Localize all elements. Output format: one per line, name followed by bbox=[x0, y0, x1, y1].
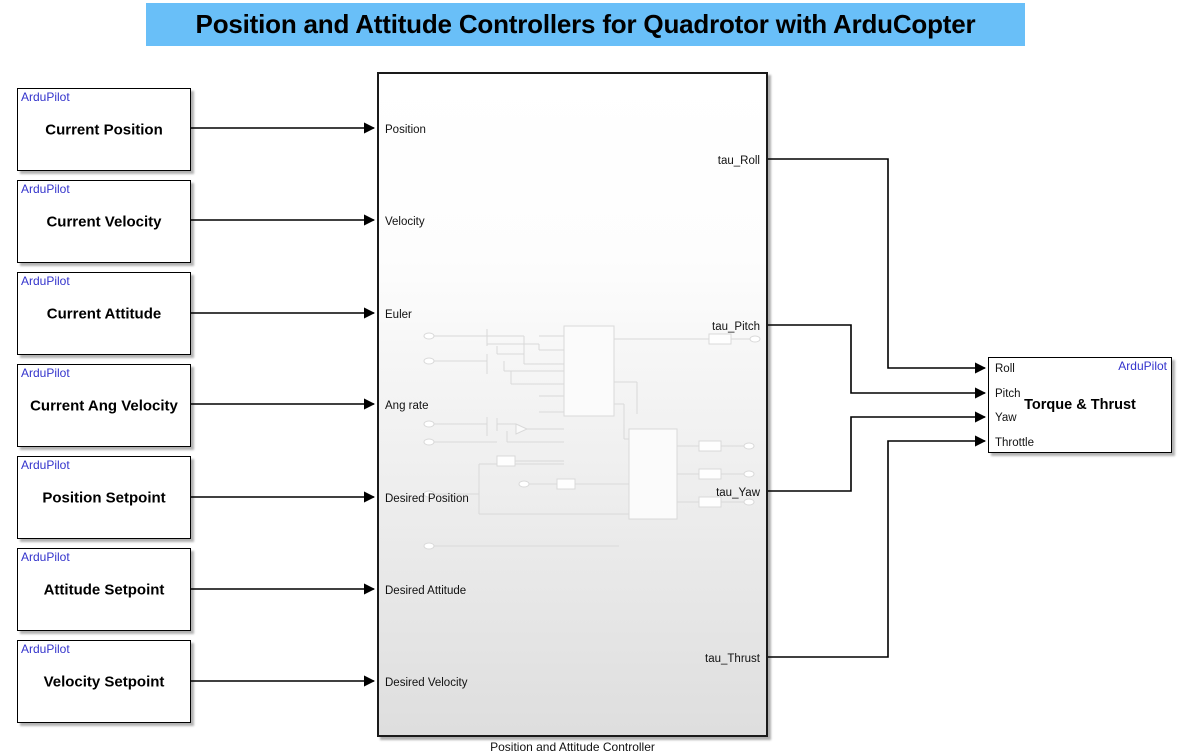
source-block-velocity-setpoint[interactable]: ArduPilot Velocity Setpoint bbox=[17, 640, 191, 723]
port-label-desired-attitude: Desired Attitude bbox=[385, 585, 467, 597]
diagram-title-banner: Position and Attitude Controllers for Qu… bbox=[146, 3, 1025, 46]
wire-tau-pitch bbox=[768, 324, 987, 399]
torque-thrust-block[interactable]: ArduPilot Torque & Thrust Roll Pitch Yaw… bbox=[988, 357, 1172, 453]
source-block-label: Current Position bbox=[45, 121, 163, 138]
port-label-tau-pitch: tau_Pitch bbox=[712, 321, 760, 333]
port-label-desired-position: Desired Position bbox=[385, 493, 469, 505]
source-block-label: Velocity Setpoint bbox=[43, 673, 165, 690]
port-label-euler: Euler bbox=[385, 309, 412, 321]
torque-thrust-label: Torque & Thrust bbox=[1024, 397, 1136, 413]
source-block-current-ang-velocity[interactable]: ArduPilot Current Ang Velocity bbox=[17, 364, 191, 447]
port-label-tau-yaw: tau_Yaw bbox=[716, 487, 760, 499]
page-title: Position and Attitude Controllers for Qu… bbox=[195, 9, 976, 39]
source-block-label: Attitude Setpoint bbox=[43, 581, 165, 598]
ardupilot-tag: ArduPilot bbox=[1118, 359, 1167, 373]
wire-tau-thrust bbox=[768, 435, 987, 658]
source-block-current-attitude[interactable]: ArduPilot Current Attitude bbox=[17, 272, 191, 355]
port-label-tau-thrust: tau_Thrust bbox=[705, 653, 760, 665]
source-block-position-setpoint[interactable]: ArduPilot Position Setpoint bbox=[17, 456, 191, 539]
ardupilot-tag: ArduPilot bbox=[21, 182, 70, 196]
port-label-velocity: Velocity bbox=[385, 216, 425, 228]
ardupilot-tag: ArduPilot bbox=[21, 274, 70, 288]
port-label-tau-roll: tau_Roll bbox=[717, 155, 760, 167]
port-label-position: Position bbox=[385, 124, 426, 136]
port-label-yaw: Yaw bbox=[995, 412, 1017, 424]
source-block-label: Current Ang Velocity bbox=[30, 397, 178, 414]
source-block-label: Current Velocity bbox=[46, 213, 162, 230]
source-block-label: Position Setpoint bbox=[42, 489, 166, 506]
controller-block-caption: Position and Attitude Controller bbox=[490, 740, 655, 754]
ardupilot-tag: ArduPilot bbox=[21, 90, 70, 104]
source-block-attitude-setpoint[interactable]: ArduPilot Attitude Setpoint bbox=[17, 548, 191, 631]
source-block-current-position[interactable]: ArduPilot Current Position bbox=[17, 88, 191, 171]
subsystem-preview-graphic bbox=[423, 325, 761, 550]
wire-tau-roll bbox=[768, 158, 987, 374]
source-block-current-velocity[interactable]: ArduPilot Current Velocity bbox=[17, 180, 191, 263]
port-label-throttle: Throttle bbox=[995, 437, 1034, 449]
wire-tau-yaw bbox=[768, 411, 987, 492]
source-block-label: Current Attitude bbox=[46, 305, 162, 322]
ardupilot-tag: ArduPilot bbox=[21, 458, 70, 472]
controller-subsystem-block[interactable]: Position Velocity Euler Ang rate Desired… bbox=[377, 72, 768, 737]
ardupilot-tag: ArduPilot bbox=[21, 642, 70, 656]
ardupilot-tag: ArduPilot bbox=[21, 550, 70, 564]
port-label-pitch: Pitch bbox=[995, 388, 1021, 400]
ardupilot-tag: ArduPilot bbox=[21, 366, 70, 380]
port-label-ang-rate: Ang rate bbox=[385, 400, 429, 412]
port-label-roll: Roll bbox=[995, 363, 1015, 375]
port-label-desired-velocity: Desired Velocity bbox=[385, 677, 468, 689]
